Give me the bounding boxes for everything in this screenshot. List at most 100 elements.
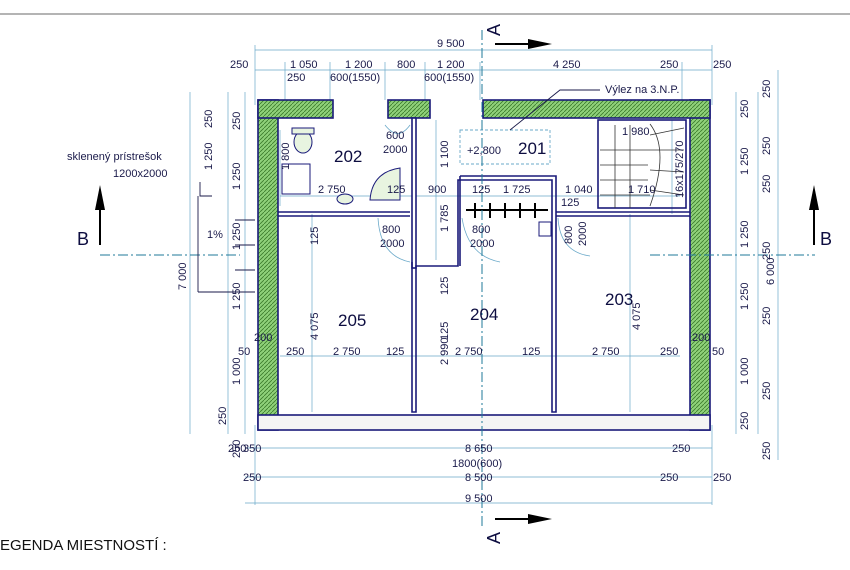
dim-row2-9: 50 — [238, 346, 250, 358]
dim-row2-8: 200 — [692, 332, 710, 344]
vylez-label: Výlez na 3.N.P. — [605, 84, 679, 96]
dim-bot-total: 9 500 — [465, 493, 493, 505]
dim-row1-5: 1 040 — [565, 184, 593, 196]
dim-top-0: 250 — [230, 59, 248, 71]
dim-row1-2: 900 — [428, 184, 446, 196]
dim-left-3: 1 250 — [231, 162, 243, 190]
dim-right-6: 250 — [739, 412, 751, 430]
section-b-right: B — [820, 229, 832, 249]
dim-row2-6: 2 750 — [592, 346, 620, 358]
dim-left-1: 250 — [231, 112, 243, 130]
room-204: 204 — [470, 305, 498, 324]
dim-top-6: 250 — [660, 59, 678, 71]
room-205: 205 — [338, 311, 366, 330]
dim-row1b-4: 1 100 — [439, 140, 451, 168]
dim-row2-5: 125 — [522, 346, 540, 358]
dim-row1-0: 2 750 — [318, 184, 346, 196]
dim-right-outer: 6 000 — [765, 257, 777, 285]
dim-row2-3: 125 — [386, 346, 404, 358]
dim-top-total: 9 500 — [437, 38, 465, 50]
dim-right-1: 250 — [761, 137, 773, 155]
dim-door-5: 2000 — [577, 222, 589, 246]
dim-door-1: 2000 — [380, 238, 404, 250]
dim-row1b-2: 1 980 — [622, 126, 650, 138]
dim-left-2: 1 250 — [203, 142, 215, 170]
dim-mid-4: 4 075 — [309, 312, 321, 340]
section-a-bottom: A — [484, 532, 504, 544]
level-label: +2,800 — [467, 145, 501, 157]
dim-top-2: 1 200 — [345, 59, 373, 71]
dim-door-0: 800 — [382, 224, 400, 236]
dim-bot1-0: 250 — [228, 443, 246, 455]
dim-row2-4: 2 750 — [455, 346, 483, 358]
dim-bot2-0: 250 — [243, 472, 261, 484]
room-201: 201 — [518, 139, 546, 158]
dim-row2-2: 2 750 — [333, 346, 361, 358]
dim-left-7: 250 — [217, 407, 229, 425]
pristresok-label: sklenený prístrešok — [67, 151, 162, 163]
dim-mid-6: 2 990 — [439, 337, 451, 365]
dim-row1b-1: 2000 — [383, 144, 407, 156]
room-203: 203 — [605, 290, 633, 309]
legend-title: EGENDA MIESTNOSTÍ : — [0, 537, 167, 554]
dim-bot1-3: 250 — [672, 443, 690, 455]
dim-top-5: 4 250 — [553, 59, 581, 71]
dim-left-4: 1 250 — [231, 222, 243, 250]
dim-right2-0: 250 — [761, 175, 773, 193]
dim-mid-8: 125 — [439, 322, 451, 340]
dim-row2-7: 250 — [660, 346, 678, 358]
dim-bot2-2: 250 — [660, 472, 678, 484]
dim-door-2: 800 — [472, 224, 490, 236]
dim-row2-0: 200 — [254, 332, 272, 344]
dim-row2-1: 250 — [286, 346, 304, 358]
pristresok-size: 1200x2000 — [113, 168, 167, 180]
dim-mid-2: 125 — [309, 227, 321, 245]
dim-left-6: 1 000 — [231, 357, 243, 385]
dim-row1-3: 125 — [472, 184, 490, 196]
dim-top-sub-0: 250 — [287, 72, 305, 84]
dim-bot2-1: 8 500 — [465, 472, 493, 484]
dim-right2-3: 250 — [761, 382, 773, 400]
dim-mid-1: 1 785 — [439, 204, 451, 232]
dim-right-4: 1 250 — [739, 282, 751, 310]
dim-row1b-0: 600 — [386, 130, 404, 142]
slope-label: 1% — [207, 229, 223, 241]
dim-door-4: 800 — [563, 226, 575, 244]
dim-row2-10: 50 — [712, 346, 724, 358]
stairs-label: 16x175/270 — [674, 141, 686, 199]
dim-bot1-2: 8 650 — [465, 443, 493, 455]
dim-row1-1: 125 — [387, 184, 405, 196]
dim-bot1-sub: 1800(600) — [452, 458, 502, 470]
dim-top-4: 1 200 — [437, 59, 465, 71]
dim-right2-1: 250 — [761, 242, 773, 260]
dim-right2-4: 250 — [761, 442, 773, 460]
dim-left-5: 1 250 — [231, 282, 243, 310]
dim-mid-0: 1 800 — [280, 142, 292, 170]
dim-left-8: 250 — [231, 440, 243, 458]
dim-right-2: 1 250 — [739, 147, 751, 175]
dim-top-sub-1: 600(1550) — [330, 72, 380, 84]
dim-right2-2: 250 — [761, 307, 773, 325]
dim-top-1: 1 050 — [290, 59, 318, 71]
dim-left-outer: 7 000 — [177, 262, 189, 290]
dim-mid-3: 125 — [439, 277, 451, 295]
section-a-top: A — [484, 24, 504, 36]
room-202: 202 — [334, 147, 362, 166]
dim-row1-125b: 125 — [561, 197, 579, 209]
dim-right-7: 250 — [761, 80, 773, 98]
dim-mid-5: 4 075 — [631, 302, 643, 330]
dim-door-3: 2000 — [470, 238, 494, 250]
section-b-left: B — [77, 229, 89, 249]
dim-top-7: 250 — [713, 59, 731, 71]
dim-left-0: 250 — [203, 110, 215, 128]
dim-row1-4: 1 725 — [503, 184, 531, 196]
dim-right-3: 1 250 — [739, 220, 751, 248]
dim-right-5: 1 000 — [739, 357, 751, 385]
dim-bot1-1: 350 — [243, 443, 261, 455]
dim-top-3: 800 — [397, 59, 415, 71]
dim-top-sub-2: 600(1550) — [424, 72, 474, 84]
dim-right-0: 250 — [739, 100, 751, 118]
dim-row1b-3: 1 710 — [628, 184, 656, 196]
dim-bot2-3: 250 — [713, 472, 731, 484]
